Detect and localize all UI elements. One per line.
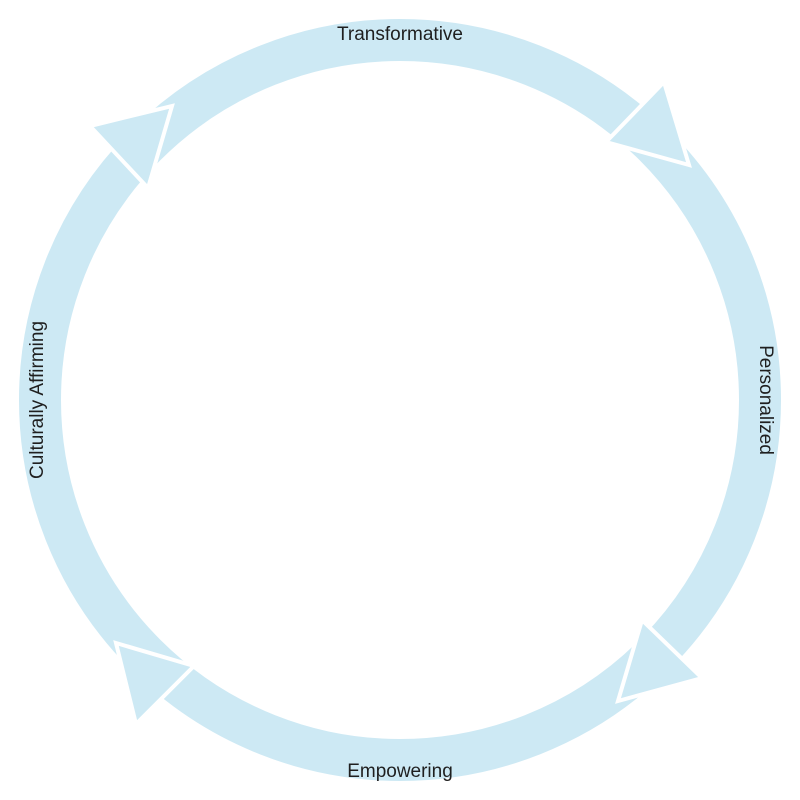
cycle-ring: [19, 19, 781, 781]
stage-label-culturally-affirming: Culturally Affirming: [27, 321, 48, 479]
stage-label-transformative: Transformative: [337, 24, 463, 45]
stage-label-personalized: Personalized: [755, 345, 776, 455]
arrowhead-top-right: [602, 78, 692, 168]
arrowhead-bottom-left: [113, 640, 198, 728]
stage-label-empowering: Empowering: [347, 761, 453, 782]
arrowhead-top-left: [86, 103, 175, 192]
arrowhead-bottom-right: [615, 616, 706, 704]
cycle-arrowheads: [86, 78, 706, 728]
